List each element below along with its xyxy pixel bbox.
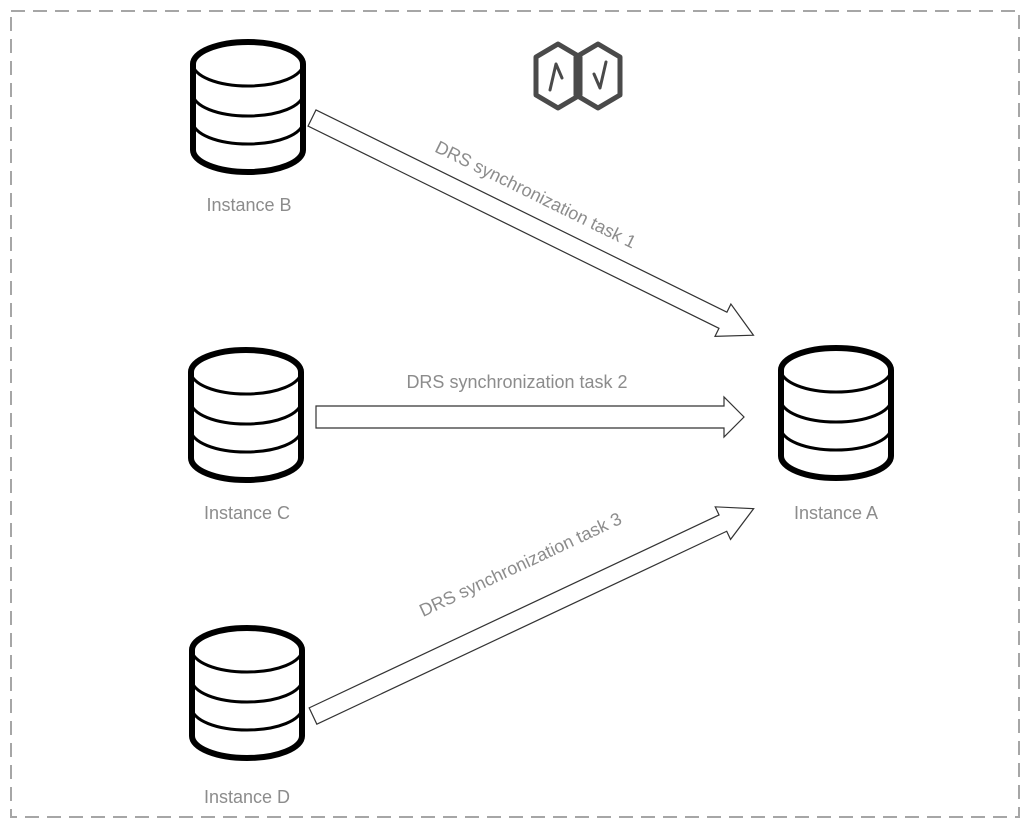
instance-b-database-icon	[193, 42, 303, 172]
instance-a-database-icon	[781, 348, 891, 478]
task-3-arrow	[308, 506, 755, 725]
task-1-arrow	[307, 109, 755, 337]
task-3-label: DRS synchronization task 3	[416, 508, 625, 620]
instance-a-label: Instance A	[794, 503, 878, 523]
task-2-label: DRS synchronization task 2	[406, 372, 627, 392]
instance-d-label: Instance D	[204, 787, 290, 807]
instance-c-label: Instance C	[204, 503, 290, 523]
drs-sync-icon	[533, 41, 623, 111]
task-2-arrow	[315, 395, 745, 439]
instance-c-database-icon	[191, 350, 301, 480]
instance-b-label: Instance B	[206, 195, 291, 215]
instance-d-database-icon	[192, 628, 302, 758]
diagram-frame	[10, 10, 1020, 818]
